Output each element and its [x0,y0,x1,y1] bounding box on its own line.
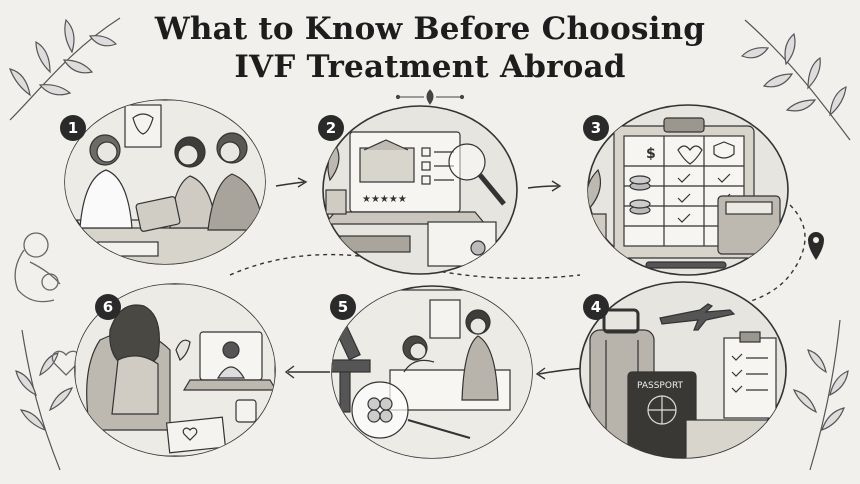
step-number-badge: 5 [330,294,356,320]
scene-travel-planning: PASSPORT [579,281,787,459]
page-title-line-1: What to Know Before Choosing [154,11,706,47]
scene-lab-treatment [331,285,533,459]
heart-icon [51,350,81,376]
leaf-branch-bottom-left-icon [15,329,74,471]
location-pin-icon [808,232,824,260]
leaf-branch-top-right-icon [740,19,851,141]
page-title-line-2: IVF Treatment Abroad [234,49,626,85]
step-number-badge: 1 [60,115,86,141]
scene-clinic-research: ★★★★★ [322,105,518,275]
leaf-branch-bottom-right-icon [792,319,849,471]
title-divider-ornament [395,89,465,105]
step-number-badge: 4 [583,294,609,320]
step-number-badge: 2 [318,115,344,141]
mother-baby-icon [14,232,61,303]
svg-text:★★★★★: ★★★★★ [362,194,407,205]
scene-doctor-consultation [64,99,266,265]
step-number-badge: 3 [583,115,609,141]
leaf-branch-top-left-icon [9,17,121,121]
step-number-badge: 6 [95,294,121,320]
dollar-label: $ [646,146,656,162]
scene-cost-planning: $ [587,104,789,276]
scene-video-followup [74,283,276,457]
passport-label: PASSPORT [637,381,684,391]
